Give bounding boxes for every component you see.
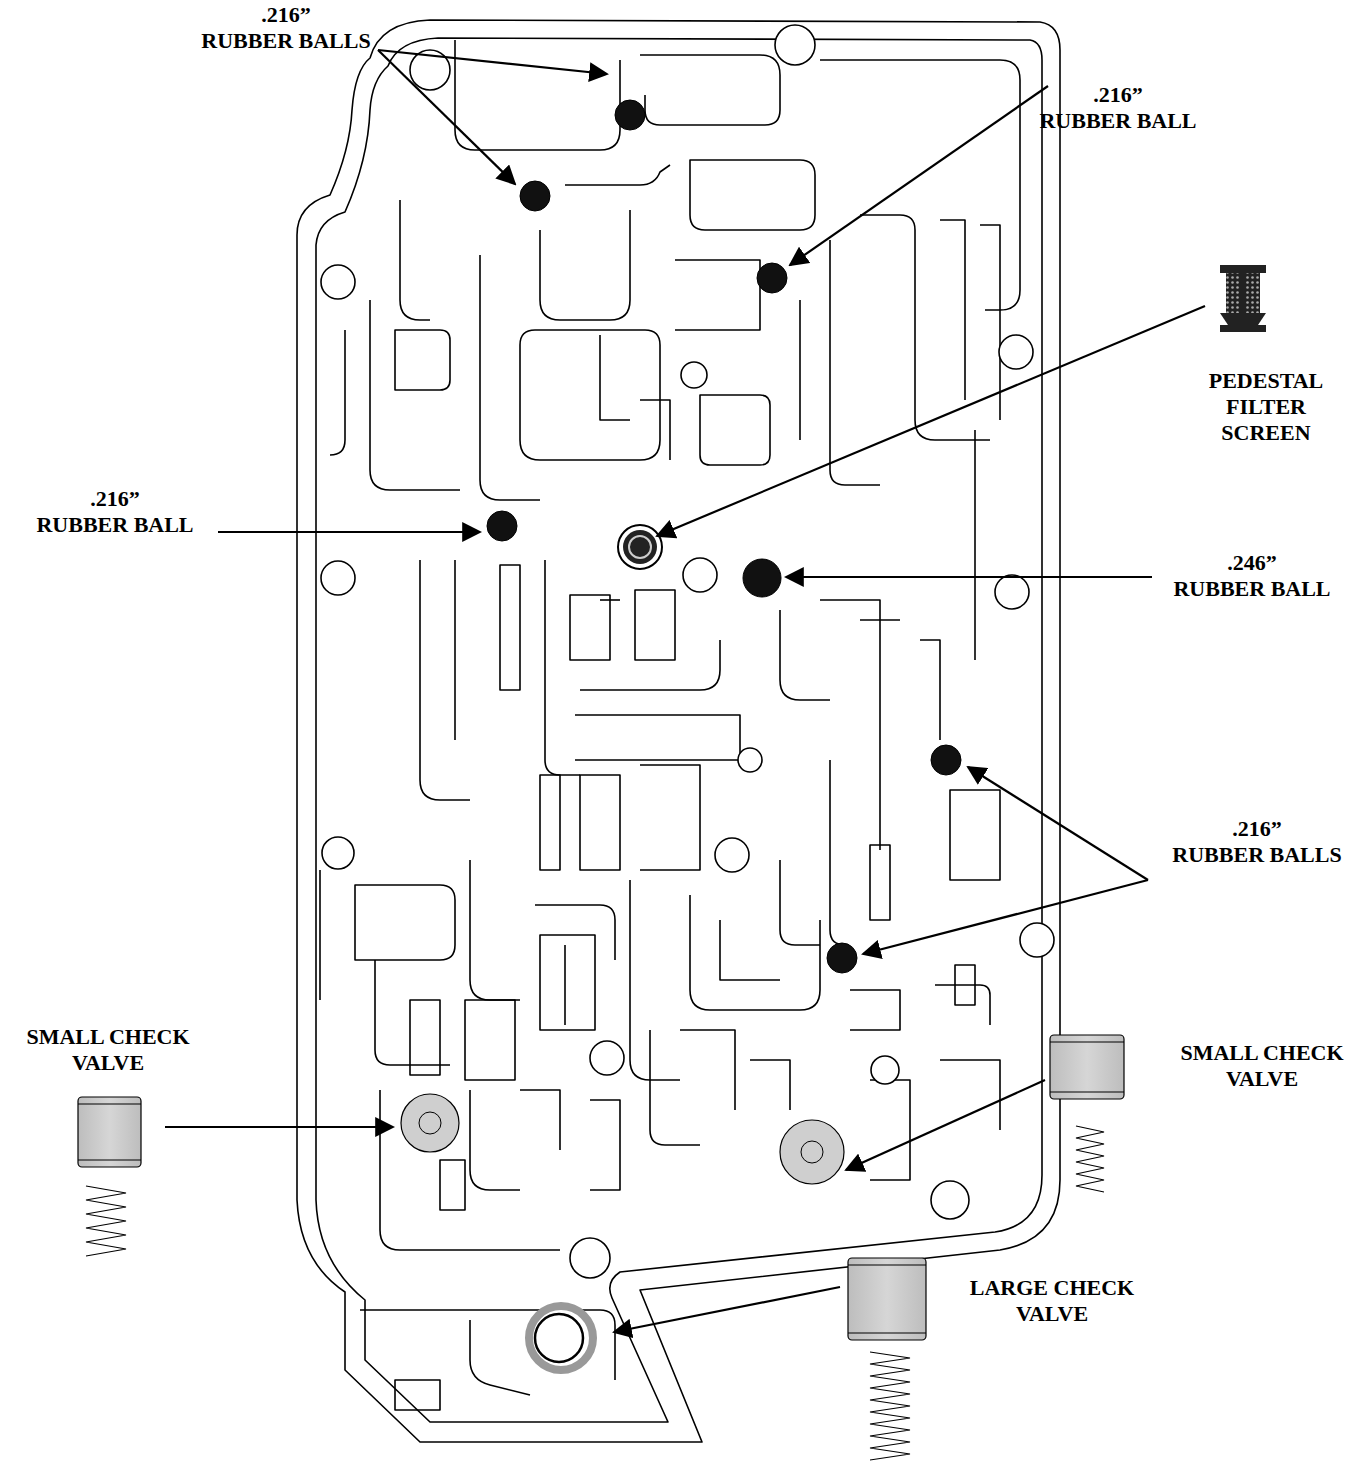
label-line: SCREEN — [1209, 420, 1324, 446]
label-line: RUBBER BALL — [36, 512, 193, 538]
label-line: SMALL CHECK — [26, 1024, 189, 1050]
callout-label: .216” RUBBER BALL — [1039, 82, 1196, 134]
label-line: .216” — [201, 2, 370, 28]
callout-label: .216” RUBBER BALLS — [1172, 816, 1341, 868]
label-line: RUBBER BALL — [1173, 576, 1330, 602]
callout-label: SMALL CHECK VALVE — [26, 1024, 189, 1076]
callout-label: .216” RUBBER BALLS — [201, 2, 370, 54]
label-line: .216” — [1039, 82, 1196, 108]
label-line: PEDESTAL — [1209, 368, 1324, 394]
callout-label: PEDESTAL FILTER SCREEN — [1209, 368, 1324, 446]
label-line: .216” — [1172, 816, 1341, 842]
label-line: RUBBER BALL — [1039, 108, 1196, 134]
callout-label: LARGE CHECK VALVE — [970, 1275, 1134, 1327]
label-line: VALVE — [26, 1050, 189, 1076]
callout-label: SMALL CHECK VALVE — [1180, 1040, 1343, 1092]
callout-label: .216” RUBBER BALL — [36, 486, 193, 538]
label-line: SMALL CHECK — [1180, 1040, 1343, 1066]
label-line: RUBBER BALLS — [1172, 842, 1341, 868]
label-line: .246” — [1173, 550, 1330, 576]
label-line: VALVE — [1180, 1066, 1343, 1092]
label-line: RUBBER BALLS — [201, 28, 370, 54]
label-line: FILTER — [1209, 394, 1324, 420]
label-line: VALVE — [970, 1301, 1134, 1327]
callout-label: .246” RUBBER BALL — [1173, 550, 1330, 602]
label-line: .216” — [36, 486, 193, 512]
label-line: LARGE CHECK — [970, 1275, 1134, 1301]
